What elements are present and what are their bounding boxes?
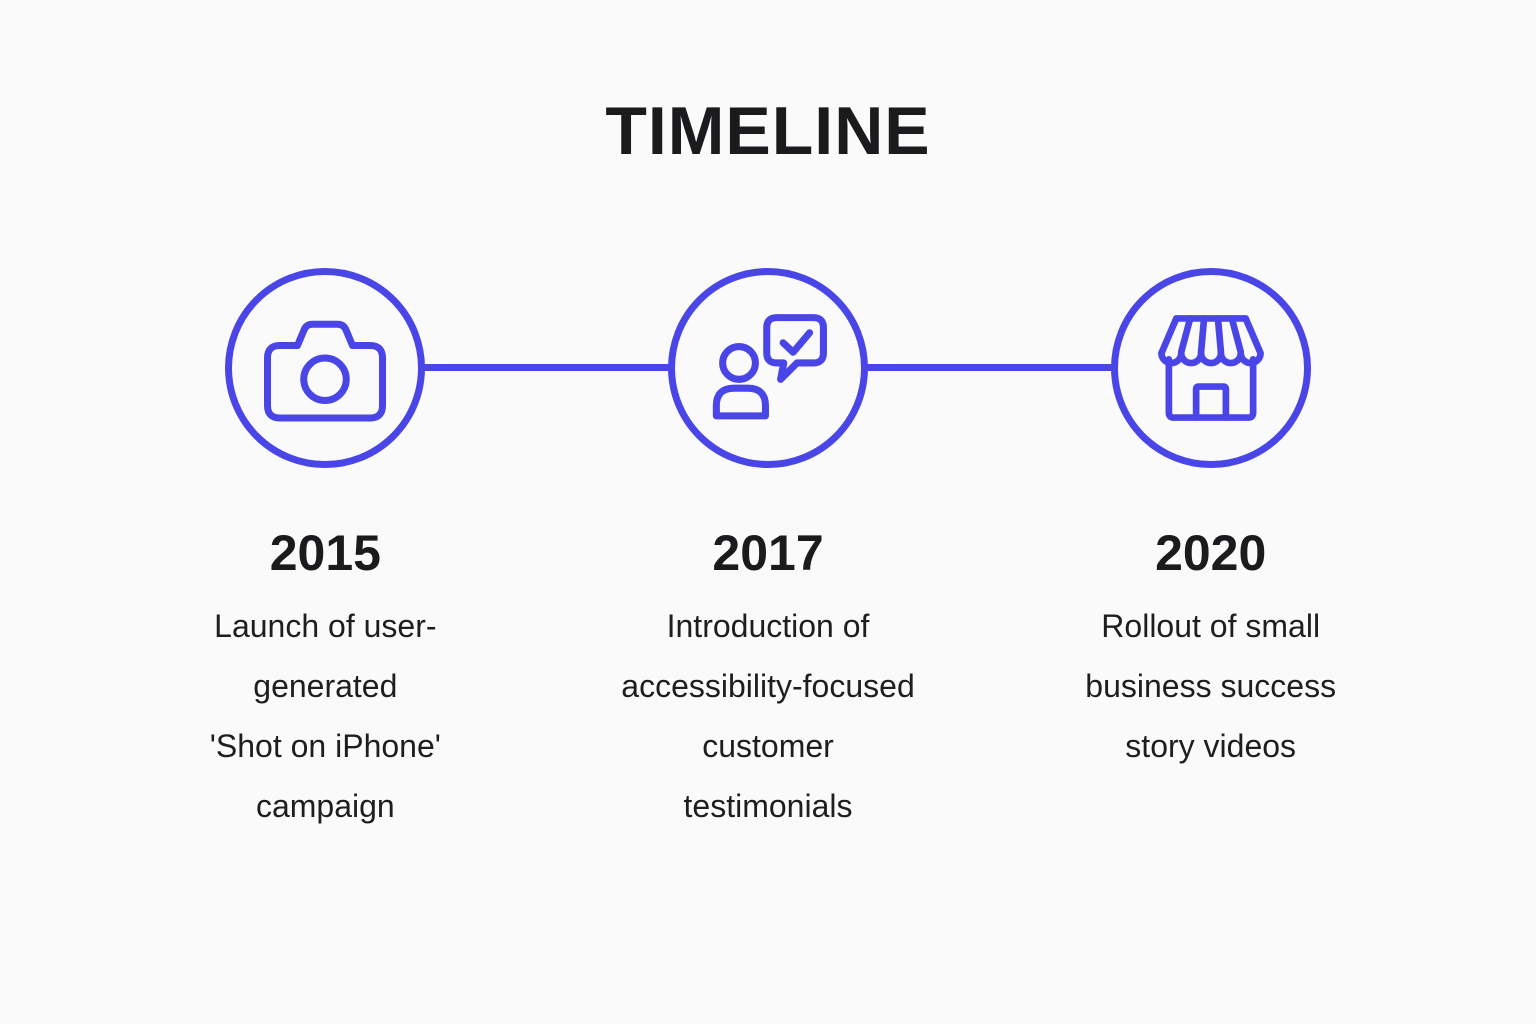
milestone-icon-circle	[225, 268, 426, 468]
milestone-year: 2017	[712, 525, 824, 581]
milestone-year: 2015	[269, 525, 381, 581]
milestone-description: Introduction of accessibility-focused cu…	[621, 608, 915, 824]
person-chat-check-icon	[705, 305, 831, 431]
milestone-description: Rollout of small business success story …	[1085, 608, 1337, 764]
timeline-milestone-2017: 2017 Introduction of accessibility-focus…	[547, 268, 990, 836]
page-title: TIMELINE	[605, 93, 931, 169]
milestone-year: 2020	[1155, 525, 1267, 581]
timeline-milestone-2015: 2015 Launch of user- generated 'Shot on …	[104, 268, 547, 836]
milestone-description: Launch of user- generated 'Shot on iPhon…	[209, 608, 441, 824]
milestone-icon-circle	[668, 268, 868, 468]
camera-icon	[260, 313, 390, 423]
timeline-milestone-2020: 2020 Rollout of small business success s…	[989, 268, 1432, 836]
storefront-icon	[1149, 311, 1273, 425]
milestone-icon-circle	[1110, 268, 1311, 468]
timeline-row: 2015 Launch of user- generated 'Shot on …	[104, 268, 1432, 836]
